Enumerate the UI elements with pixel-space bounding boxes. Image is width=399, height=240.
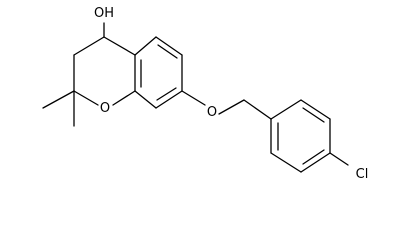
chlorine-label: Cl <box>356 167 369 182</box>
diagram-background <box>0 0 399 196</box>
bond-ar4-chlorine <box>329 152 349 166</box>
bond-c7-ether-oxygen <box>181 90 206 106</box>
bond-ring-oxygen-c8a <box>112 90 136 106</box>
bond-c4-c4a <box>103 36 136 56</box>
bond-c7-c8 <box>155 90 183 109</box>
bond-ar3-ar4-double <box>302 149 325 165</box>
bond-ar5-ar6-double <box>302 107 325 123</box>
bond-c4a-c5 <box>134 36 157 56</box>
bond-c5-c6-double <box>157 44 178 59</box>
bond-c5-c6 <box>155 36 183 56</box>
bond-ar6-ar1 <box>270 99 302 120</box>
bond-c4-c3 <box>73 36 105 56</box>
ring-oxygen-label: O <box>100 101 110 116</box>
bond-network <box>42 22 349 173</box>
bond-ether-oxygen-ch2 <box>218 99 245 115</box>
bond-c8-c8a <box>134 90 157 109</box>
structure-diagram: OH O O Cl <box>0 0 399 196</box>
bond-ch2-aryl <box>243 99 272 120</box>
bond-ar2-ar3 <box>270 152 302 173</box>
ether-oxygen-label: O <box>207 105 217 120</box>
bond-ar5-ar6 <box>300 99 331 120</box>
hydroxyl-label: OH <box>94 6 114 21</box>
bond-ar3-ar4 <box>300 152 331 173</box>
bond-c2-ring-oxygen <box>73 90 99 106</box>
bond-c7-c8-double <box>156 87 177 101</box>
bond-c2-methyl-a <box>42 90 75 109</box>
